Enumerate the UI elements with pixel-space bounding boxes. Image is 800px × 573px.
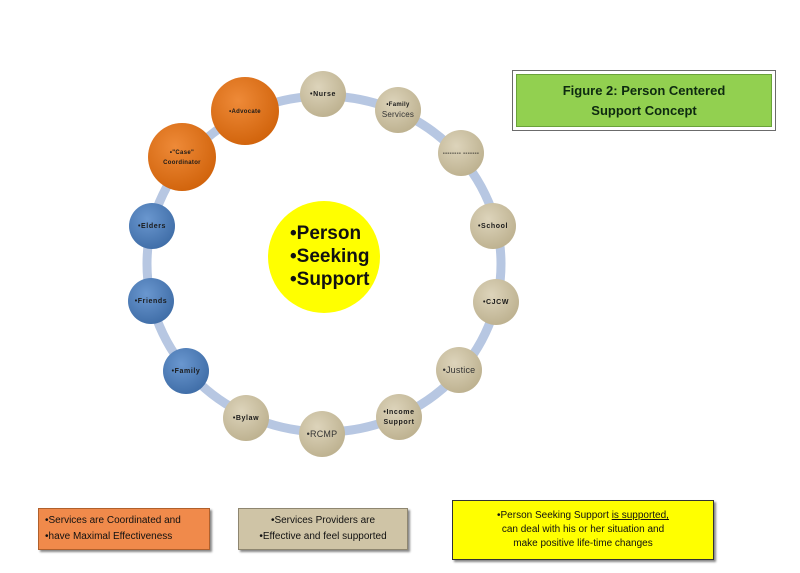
- node-case-coordinator-label-2: Coordinator: [163, 160, 201, 166]
- figure-title-line-1: Figure 2: Person Centered: [562, 82, 726, 98]
- node-family-services-label-1: •Family: [386, 102, 410, 108]
- node-family: •Family: [163, 348, 209, 394]
- node-friends-label: •Friends: [135, 298, 168, 305]
- legend-tan-note: •Services Providers are •Effective and f…: [238, 508, 408, 550]
- node-bylaw: •Bylaw: [223, 395, 269, 441]
- node-family-label: •Family: [172, 368, 201, 375]
- node-family-services-label-2: Services: [382, 110, 414, 119]
- node-nurse-label: •Nurse: [310, 91, 336, 98]
- center-line-2: •Seeking: [290, 246, 370, 267]
- node-cjcw-label: •CJCW: [483, 299, 509, 306]
- legend-orange-note: •Services are Coordinated and •have Maxi…: [38, 508, 210, 550]
- node-unnamed-label: -------- -------: [443, 151, 479, 157]
- legend-yellow-line-2: can deal with his or her situation and: [501, 524, 665, 535]
- center-line-3: •Support: [290, 269, 370, 290]
- figure-title-box: Figure 2: Person Centered Support Concep…: [512, 70, 776, 131]
- node-income-support: •Income Support: [376, 394, 422, 440]
- legend-tan-line-2: •Effective and feel supported: [259, 531, 387, 542]
- node-advocate: •Advocate: [211, 77, 279, 145]
- legend-yellow-note: •Person Seeking Support is supported, ca…: [452, 500, 714, 560]
- figure-title-line-2: Support Concept: [591, 102, 697, 118]
- node-unnamed: -------- -------: [438, 130, 484, 176]
- node-family-services: •Family Services: [375, 87, 421, 133]
- legend-yellow-line-1: •Person Seeking Support is supported,: [497, 509, 669, 523]
- legend-tan-line-1: •Services Providers are: [270, 515, 376, 526]
- node-case-coordinator: •"Case" Coordinator: [148, 123, 216, 191]
- node-advocate-label: •Advocate: [229, 109, 261, 115]
- node-friends: •Friends: [128, 278, 174, 324]
- legend-yellow-line-3: make positive life-time changes: [513, 538, 653, 549]
- node-rcmp: •RCMP: [299, 411, 345, 457]
- node-school: •School: [470, 203, 516, 249]
- center-person-node: •Person •Seeking •Support: [268, 201, 380, 313]
- legend-yellow-line-1-b: is supported,: [611, 510, 669, 521]
- center-line-1: •Person: [290, 223, 361, 244]
- node-rcmp-label: •RCMP: [307, 429, 338, 439]
- node-justice: •Justice: [436, 347, 482, 393]
- node-bylaw-label: •Bylaw: [233, 415, 259, 422]
- legend-orange-line-2: •have Maximal Effectiveness: [45, 531, 173, 542]
- node-nurse: •Nurse: [300, 71, 346, 117]
- legend-orange-line-1: •Services are Coordinated and: [45, 515, 181, 526]
- node-justice-label: •Justice: [443, 365, 476, 375]
- node-case-coordinator-label-1: •"Case": [170, 150, 194, 156]
- node-elders: •Elders: [129, 203, 175, 249]
- node-cjcw: •CJCW: [473, 279, 519, 325]
- node-income-support-label-2: Support: [383, 419, 414, 426]
- node-income-support-label-1: •Income: [383, 409, 414, 416]
- legend-yellow-line-1-a: •Person Seeking Support: [497, 510, 612, 521]
- node-school-label: •School: [478, 223, 508, 230]
- node-elders-label: •Elders: [138, 223, 166, 230]
